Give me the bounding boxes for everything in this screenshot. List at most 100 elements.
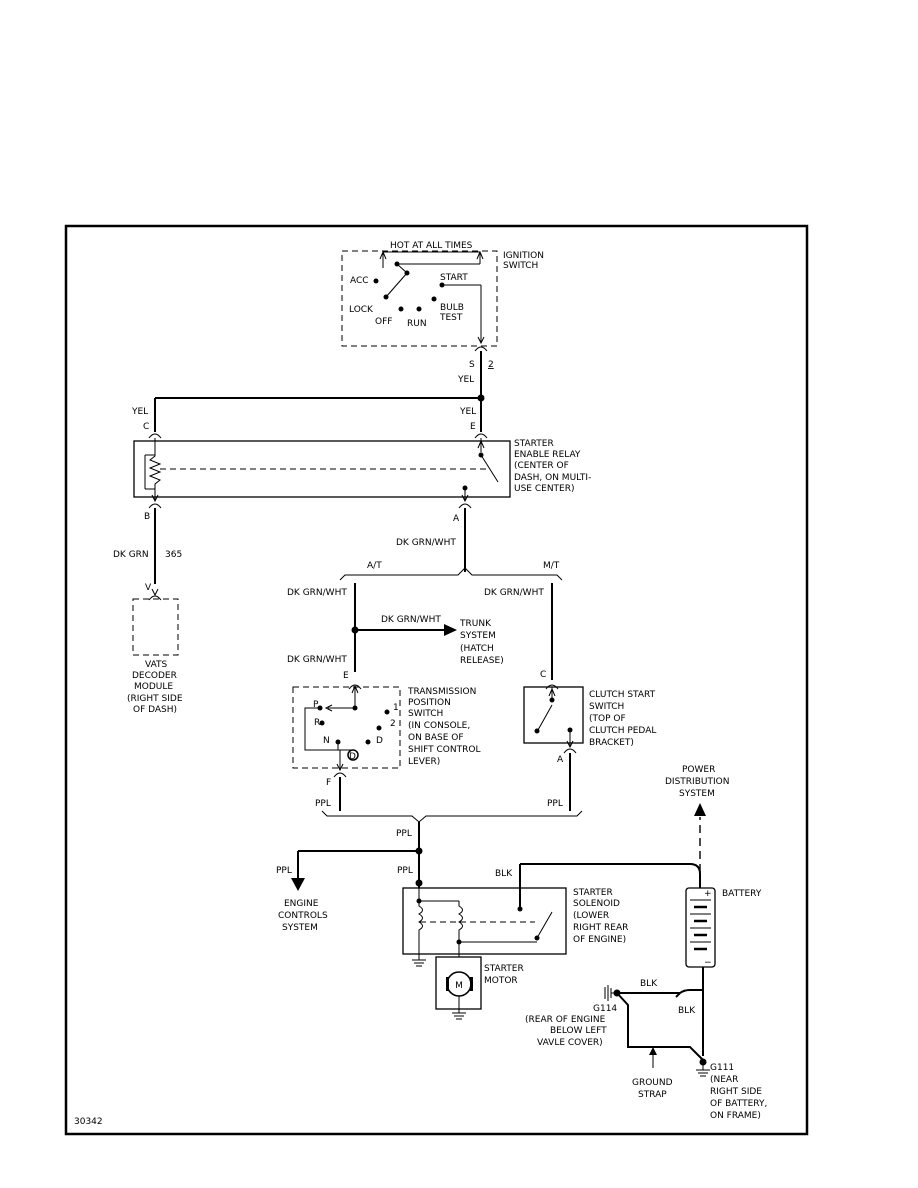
at-wire: DK GRN/WHT (287, 588, 347, 598)
solenoid-coil-1 (417, 901, 423, 938)
ground-strap: GROUND STRAP (632, 1047, 673, 1100)
trans-pos-n: N (323, 736, 330, 746)
ignition-switch-name-1: IGNITION (503, 251, 544, 261)
trans-pos-2: 2 (390, 719, 396, 729)
ignition-pos-acc: ACC (350, 276, 369, 286)
trans-term-f: F (326, 778, 331, 788)
clutch-name-2: SWITCH (589, 702, 624, 712)
ignition-switch-box (341, 250, 498, 347)
power-dist-arrow (694, 803, 706, 816)
ignition-pos-run: RUN (407, 319, 427, 329)
trunk-name-4: RELEASE) (460, 656, 504, 666)
clutch-term-c: C (540, 670, 546, 680)
trans-name-7: LEVER) (408, 757, 440, 767)
trunk-system: DK GRN/WHT TRUNK SYSTEM (HATCH RELEASE) … (287, 615, 504, 666)
power-dist-3: SYSTEM (679, 789, 715, 799)
ppl-merge: PPL PPL PPL ENGINE CONTROLS SYSTEM (276, 810, 583, 933)
g114-loc-1: (REAR OF ENGINE (525, 1015, 606, 1025)
mt-label: M/T (543, 561, 560, 571)
g111-loc-1: (NEAR (710, 1075, 738, 1085)
figure-number: 30342 (74, 1117, 103, 1127)
ignition-pos-test: TEST (439, 313, 463, 323)
engine-controls-3: SYSTEM (282, 923, 318, 933)
relay-name-2: ENABLE RELAY (514, 450, 581, 460)
solenoid-name-1: STARTER (573, 888, 613, 898)
merge-wire-ecm: PPL (276, 866, 292, 876)
vats-name-3: MODULE (134, 682, 173, 692)
battery-box (685, 887, 716, 968)
ignition-pos-start: START (440, 273, 468, 283)
solenoid-name-4: RIGHT REAR (573, 923, 628, 933)
vats-circuit: 365 (165, 550, 182, 560)
battery-name: BATTERY (722, 889, 762, 899)
g114-loc-2: BELOW LEFT (550, 1026, 607, 1036)
ignition-switch-name-2: SWITCH (503, 261, 538, 271)
clutch-wire-out: PPL (547, 799, 563, 809)
vats-name-5: OF DASH) (133, 705, 177, 715)
trunk-name-1: TRUNK (459, 619, 492, 629)
relay-term-c: C (143, 422, 149, 432)
diagram-frame (64, 224, 809, 1136)
solenoid-box (402, 887, 567, 955)
trans-pos-p: P (313, 700, 319, 710)
motor-name-2: MOTOR (484, 976, 518, 986)
transmission-position-switch: E P R N D 1 2 D F TRANSMISSION POSITION … (292, 671, 480, 811)
engine-controls-1: ENGINE (284, 899, 319, 909)
trans-name-6: SHIFT CONTROL (408, 745, 480, 755)
trans-pos-d-circled: D (349, 752, 356, 762)
relay-wire-c: YEL (131, 407, 148, 417)
yel-feed-wires: YEL YEL (131, 351, 485, 432)
vats-name-1: VATS (145, 660, 168, 670)
ignition-wire-yel: YEL (457, 375, 474, 385)
battery-wire-g111: BLK (678, 1006, 696, 1016)
relay-coil (148, 450, 162, 490)
clutch-name-1: CLUTCH START (589, 690, 656, 700)
starter-motor: M STARTER MOTOR (435, 956, 524, 1020)
g111-loc-2: RIGHT SIDE (710, 1087, 762, 1097)
solenoid-name-2: SOLENOID (573, 899, 620, 909)
g111-name: G111 (710, 1063, 734, 1073)
trans-name-3: SWITCH (408, 709, 443, 719)
starter-solenoid: STARTER SOLENOID (LOWER RIGHT REAR OF EN… (402, 864, 628, 967)
g114-loc-3: VAVLE COVER) (537, 1038, 603, 1048)
relay-term-a: A (453, 514, 460, 524)
ignition-term-2: 2 (488, 360, 494, 370)
solenoid-name-3: (LOWER (573, 911, 609, 921)
trans-wire-in: DK GRN/WHT (287, 655, 347, 665)
engine-controls-2: CONTROLS (278, 911, 328, 921)
ignition-pos-off: OFF (375, 317, 392, 327)
trans-pos-r: R (314, 718, 320, 728)
trunk-wire: DK GRN/WHT (381, 615, 441, 625)
ground-strap-2: STRAP (638, 1090, 667, 1100)
relay-box (133, 440, 511, 498)
engine-controls-arrow (291, 878, 305, 891)
battery-plus: + (704, 889, 712, 899)
clutch-name-5: BRACKET) (589, 738, 634, 748)
ignition-pos-lock: LOCK (349, 305, 374, 315)
vats-name-4: (RIGHT SIDE (127, 694, 183, 704)
solenoid-coil-2 (457, 901, 463, 942)
battery-minus: − (704, 958, 712, 968)
clutch-name-4: CLUTCH PEDAL (589, 726, 656, 736)
trans-wire-out: PPL (315, 799, 331, 809)
trans-name-1: TRANSMISSION (407, 687, 476, 697)
ignition-hot-label: HOT AT ALL TIMES (390, 241, 473, 251)
relay-name-4: DASH, ON MULTI- (514, 473, 591, 483)
trans-pos-1: 1 (393, 703, 399, 713)
vats-decoder: DK GRN 365 V VATS DECODER MODULE (RIGHT … (113, 508, 183, 715)
trans-name-5: ON BASE OF (408, 733, 464, 743)
relay-name-5: USE CENTER) (514, 484, 575, 494)
ground-g114: G114 (REAR OF ENGINE BELOW LEFT VAVLE CO… (525, 985, 704, 1061)
vats-module-box (132, 598, 179, 656)
clutch-switch-box (523, 686, 584, 744)
vats-term-v: V (145, 583, 152, 593)
trunk-arrow (444, 624, 457, 636)
clutch-name-3: (TOP OF (589, 714, 626, 724)
trans-switch-box (292, 686, 401, 769)
relay-term-b: B (144, 512, 150, 522)
ground-g111: G111 (NEAR RIGHT SIDE OF BATTERY, ON FRA… (696, 1058, 767, 1121)
ground-strap-arrow (649, 1047, 657, 1055)
ignition-switch: HOT AT ALL TIMES IGNITION SWITCH ACC LOC… (341, 241, 544, 385)
at-label: A/T (367, 561, 382, 571)
